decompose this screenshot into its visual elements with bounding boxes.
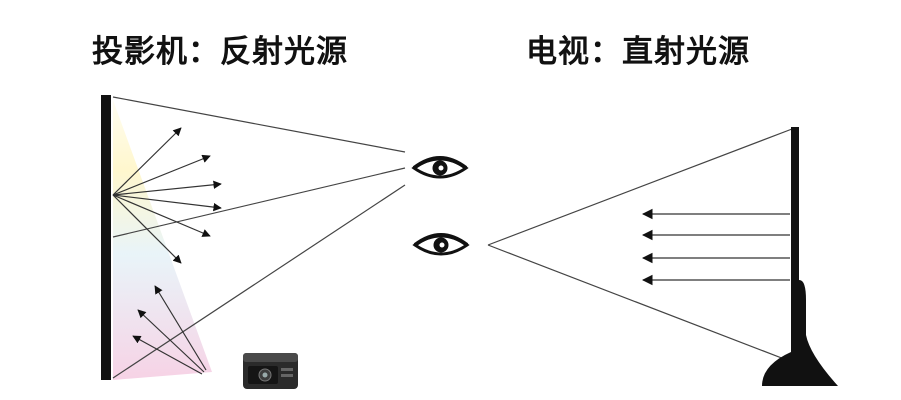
tv-viewing-lines	[487, 128, 793, 363]
arrow-icon	[112, 194, 182, 264]
projector-scene	[101, 95, 406, 389]
reflection-arrows	[112, 127, 222, 264]
arrow-icon	[154, 285, 207, 371]
eye-icon	[411, 156, 469, 179]
projection-light-cone	[113, 100, 212, 380]
projection-arrows	[132, 285, 207, 375]
arrow-icon	[132, 335, 203, 375]
viewing-lines	[112, 96, 406, 379]
projector-icon	[243, 353, 298, 389]
projection-screen	[101, 95, 111, 380]
tv-scene	[487, 127, 838, 386]
projector-title: 投影机：反射光源	[92, 34, 348, 70]
tv-title: 电视：直射光源	[526, 34, 750, 70]
tv-stand-icon	[762, 280, 838, 386]
arrow-icon	[112, 127, 182, 196]
arrow-icon	[137, 309, 205, 373]
eye-icon	[412, 233, 470, 256]
arrow-icon	[112, 194, 222, 212]
arrow-icon	[112, 194, 211, 237]
tv-screen	[791, 127, 799, 367]
arrow-icon	[112, 180, 222, 196]
arrow-icon	[112, 154, 211, 196]
direct-light-arrows	[641, 208, 790, 286]
